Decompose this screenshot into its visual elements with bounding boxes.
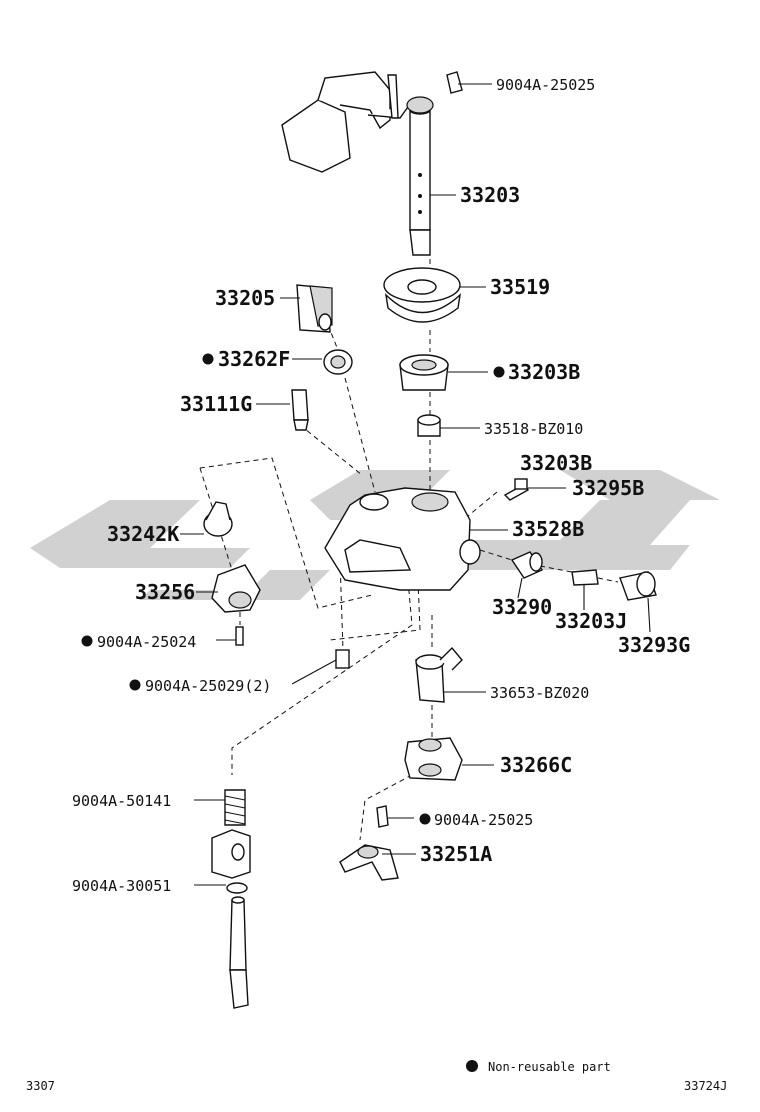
label-33203J: 33203J	[555, 609, 627, 633]
part-labels: 9004A-25025 33203 33519 33205 33262F 332…	[72, 76, 690, 895]
label-33653-BZ020: 33653-BZ020	[490, 684, 589, 702]
label-33256: 33256	[135, 580, 195, 604]
watermark-logo	[30, 470, 720, 600]
label-33293G: 33293G	[618, 633, 690, 657]
part-33256	[211, 564, 261, 613]
label-33295B: 33295B	[572, 476, 644, 500]
pin-lower	[376, 805, 389, 828]
spring-33203J	[571, 569, 599, 586]
label-9004A-30051: 9004A-30051	[72, 877, 171, 895]
part-33290	[510, 551, 544, 579]
label-33262F: 33262F	[218, 347, 290, 371]
label-33203B: 33203B	[520, 451, 592, 475]
label-9004A-25025-top: 9004A-25025	[496, 76, 595, 94]
label-33528B: 33528B	[512, 517, 584, 541]
label-9004A-25025-lower: 9004A-25025	[434, 811, 533, 829]
label-33519: 33519	[490, 275, 550, 299]
bolt-33295B	[503, 478, 529, 501]
part-33251A	[339, 844, 399, 881]
bushing-33203B	[399, 354, 449, 391]
label-33518-BZ010: 33518-BZ010	[484, 420, 583, 438]
boot-33519	[383, 267, 461, 323]
ring-30051	[226, 882, 248, 894]
part-33205	[296, 284, 333, 333]
label-33242K: 33242K	[107, 522, 179, 546]
pin-25029	[335, 649, 350, 669]
label-33203: 33203	[460, 183, 520, 207]
leader-lines	[180, 83, 651, 886]
bushing-33518	[417, 414, 441, 437]
pin-top	[446, 71, 463, 94]
pin-25024	[235, 626, 244, 646]
label-9004A-50141: 9004A-50141	[72, 792, 171, 810]
bearing-33262F	[323, 349, 353, 375]
footer-left-code: 3307	[26, 1079, 55, 1093]
non-reusable-markers	[81, 353, 505, 1072]
label-33266C: 33266C	[500, 753, 572, 777]
label-9004A-25029: 9004A-25029(2)	[145, 677, 271, 695]
footer-right-code: 33724J	[684, 1079, 727, 1093]
housing-33528B	[324, 487, 481, 591]
part-33111G	[291, 389, 309, 431]
legend-text: Non-reusable part	[488, 1060, 611, 1074]
plunger-rod	[229, 896, 249, 1009]
shift-lever-shaft	[281, 71, 434, 256]
part-33242K	[203, 501, 233, 537]
part-33266C	[404, 737, 463, 781]
assembly-lines	[199, 250, 619, 841]
label-33205: 33205	[215, 286, 275, 310]
plug-33293G	[619, 571, 657, 601]
plunger-block	[211, 829, 251, 879]
label-33203B-bushing: 33203B	[508, 360, 580, 384]
spring-50141	[224, 789, 246, 826]
label-9004A-25024: 9004A-25024	[97, 633, 196, 651]
part-33653	[415, 646, 463, 703]
label-33290: 33290	[492, 595, 552, 619]
label-33111G: 33111G	[180, 392, 252, 416]
label-33251A: 33251A	[420, 842, 492, 866]
